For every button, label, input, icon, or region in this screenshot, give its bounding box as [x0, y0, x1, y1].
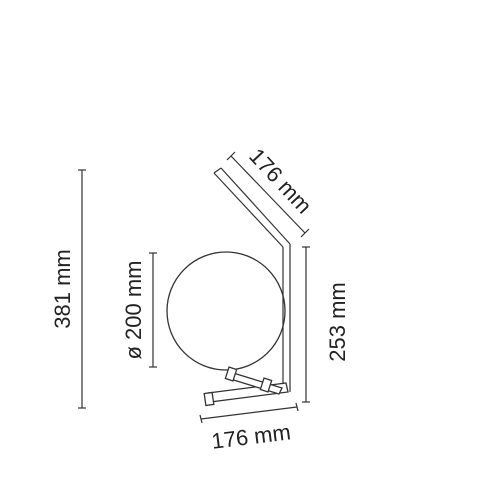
lamp-drawing — [166, 167, 291, 407]
arm-inner-line — [220, 167, 291, 245]
base-joint — [259, 377, 273, 393]
arm-outer-line — [213, 172, 284, 248]
globe-diameter-label: ø 200 mm — [121, 260, 146, 359]
total-height-label: 381 mm — [50, 249, 75, 328]
base-foot-back — [224, 366, 238, 382]
stem-height-label: 253 mm — [325, 282, 350, 361]
base-length-dimension: 176 mm — [199, 402, 299, 454]
total-height-dimension: 381 mm — [50, 169, 86, 409]
base-foot-front — [203, 391, 215, 407]
globe-shape — [166, 251, 286, 371]
stem-height-dimension: 253 mm — [302, 246, 350, 403]
globe-diameter-dimension: ø 200 mm — [121, 252, 157, 368]
base-length-label: 176 mm — [210, 419, 292, 454]
